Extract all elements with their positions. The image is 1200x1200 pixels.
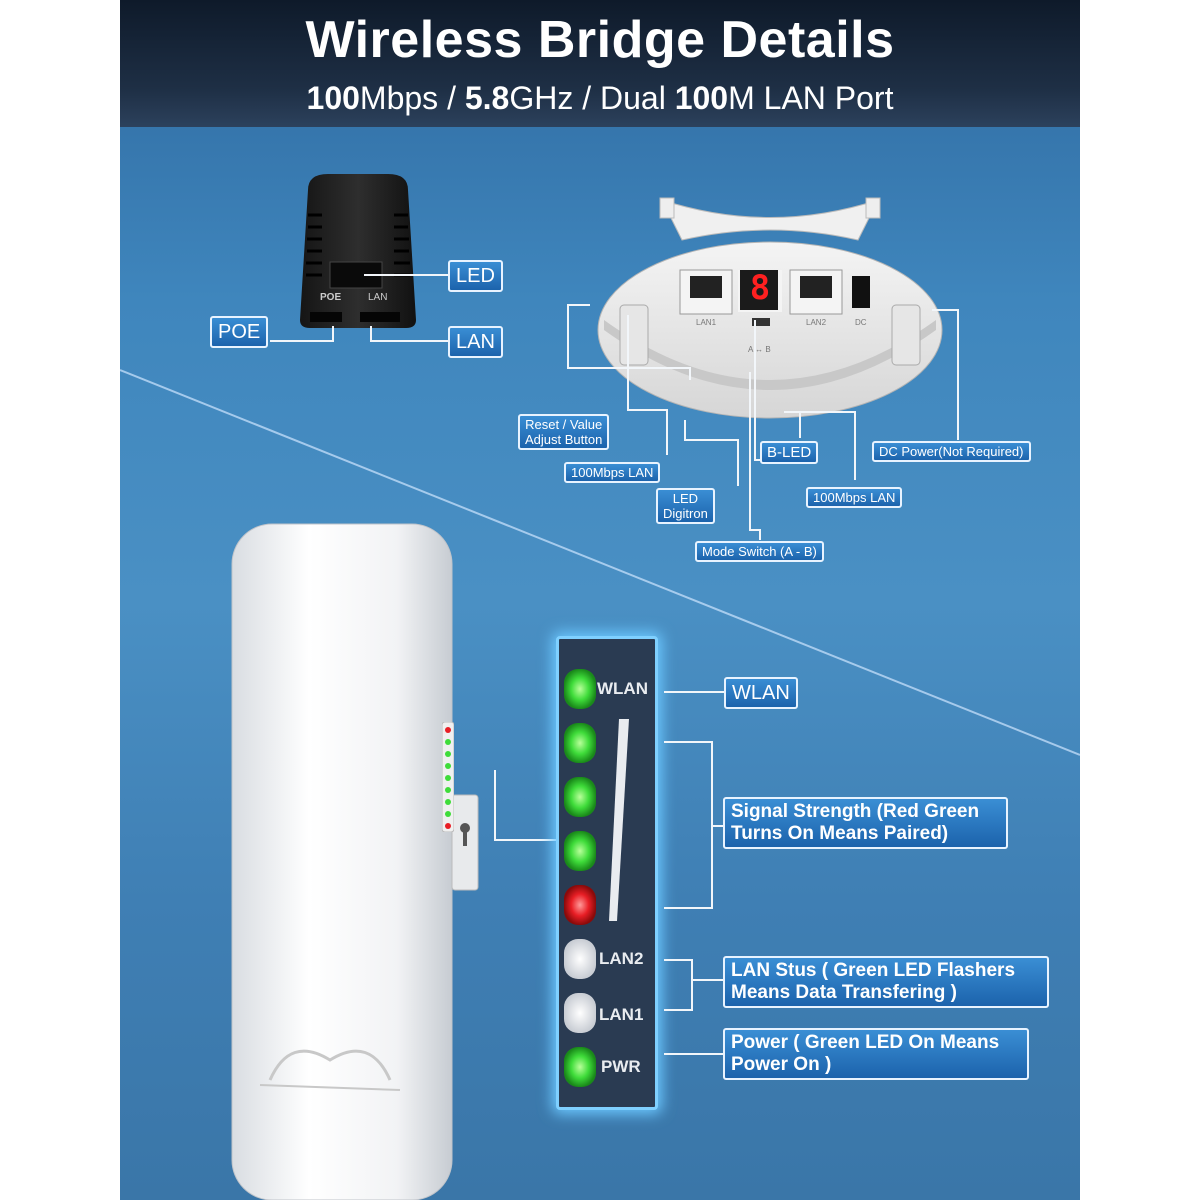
leader-line <box>370 326 372 342</box>
panel-lan1-label: LAN1 <box>696 318 717 327</box>
device-mini-leds <box>442 722 454 832</box>
port-panel: 8 LAN1 LAN2 DC A ↔ B <box>590 190 950 420</box>
callout-wlan: WLAN <box>724 677 798 709</box>
callout-dc-power: DC Power(Not Required) <box>872 441 1031 462</box>
adapter-lan-port-label: LAN <box>368 292 388 303</box>
callout-lan-right: 100Mbps LAN <box>806 487 903 508</box>
poe-adapter: POE LAN <box>298 170 418 330</box>
leader-line <box>370 340 450 342</box>
leader-line <box>270 340 334 342</box>
panel-lan2-label: LAN2 <box>806 318 827 327</box>
callout-adapter-lan: LAN <box>448 326 503 358</box>
page-title: Wireless Bridge Details <box>305 11 895 69</box>
led-strip-panel: WLAN LAN2 LAN1 PWR <box>556 636 658 1110</box>
callout-adapter-led: LED <box>448 260 503 292</box>
strip-wlan-label: WLAN <box>597 679 648 698</box>
bridge-device <box>230 520 480 1200</box>
page-subtitle: 100Mbps / 5.8GHz / Dual 100M LAN Port <box>306 80 894 116</box>
callout-lan-left: 100Mbps LAN <box>564 462 661 483</box>
callout-mode-switch: Mode Switch (A - B) <box>695 541 824 562</box>
panel-digit-display: 8 <box>749 268 771 308</box>
background-diagonal-line <box>120 369 1080 756</box>
leader-line <box>364 274 450 276</box>
panel-dc-label: DC <box>855 318 867 327</box>
callout-adapter-poe: POE <box>210 316 269 348</box>
device-strip-link <box>494 770 560 841</box>
header-banner: Wireless Bridge Details 100Mbps / 5.8GHz… <box>120 0 1080 127</box>
strip-lan2-label: LAN2 <box>599 949 644 968</box>
strip-pwr-label: PWR <box>601 1057 641 1076</box>
product-infographic: Wireless Bridge Details 100Mbps / 5.8GHz… <box>120 0 1080 1200</box>
adapter-poe-port-label: POE <box>320 292 342 303</box>
leader-line <box>332 326 334 342</box>
callout-b-led: B-LED <box>760 441 819 464</box>
strip-lan1-label: LAN1 <box>599 1005 644 1024</box>
panel-switch-label: A ↔ B <box>748 345 771 354</box>
